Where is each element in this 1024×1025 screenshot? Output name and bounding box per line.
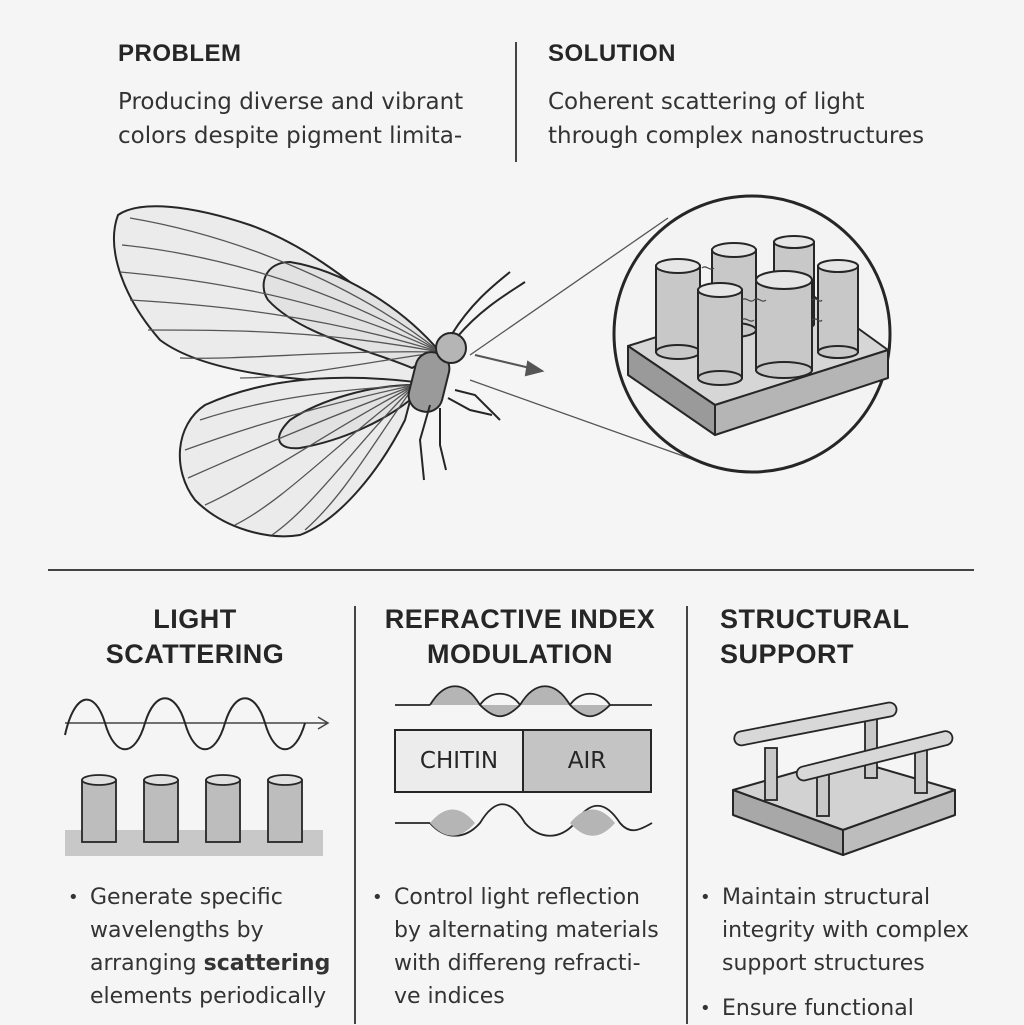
problem-text-line2: colors despite pigment limita-	[118, 123, 463, 149]
hindwing-inner-lobe	[278, 384, 416, 450]
refractive-index-bullet: Control light reflection by alternating …	[372, 881, 672, 1013]
structural-support-bullets: Maintain structural integrity with compl…	[700, 881, 1000, 1025]
light-scattering-title-line1: LIGHT	[153, 604, 237, 634]
bullet-line: wavelengths by	[90, 918, 264, 943]
bullet-line: with differeng refracti-	[394, 951, 641, 976]
solution-heading: SOLUTION	[548, 40, 676, 67]
scatter-pillar-3	[205, 774, 241, 843]
refractive-index-title-line1: REFRACTIVE INDEX	[384, 604, 656, 634]
refractive-index-title: REFRACTIVE INDEX MODULATION	[370, 602, 670, 672]
forewing-veins	[119, 217, 441, 379]
bullet-line: ve indices	[394, 984, 505, 1009]
bullet-line: arranging scattering	[90, 947, 348, 980]
structural-support-illustration	[732, 701, 956, 856]
bottom-wave	[395, 803, 653, 837]
light-wave	[64, 697, 306, 751]
pillar-front-1	[697, 282, 743, 386]
nanostructure-fibers	[701, 266, 823, 322]
bullet-line: support structures	[722, 951, 925, 976]
solution-text: Coherent scattering of light through com…	[548, 85, 968, 153]
pillar-left	[655, 258, 701, 360]
air-label: AIR	[567, 748, 607, 774]
pillar-front-2	[755, 270, 813, 379]
bullet-line: integrity with complex	[722, 918, 969, 943]
structural-support-title-line1: STRUCTURAL	[720, 604, 910, 634]
pillar-right	[817, 259, 859, 359]
antennae	[451, 271, 526, 337]
chitin-box	[394, 729, 524, 793]
structural-support-title: STRUCTURAL SUPPORT	[720, 602, 980, 672]
bullet-line: by alternating materials	[394, 918, 659, 943]
refractive-index-bullets: Control light reflection by alternating …	[372, 881, 672, 1013]
bullet-line: elements periodically	[90, 984, 327, 1009]
support-beams	[733, 701, 954, 782]
support-posts	[764, 717, 928, 817]
scatter-pillar-1	[81, 774, 117, 843]
section-divider	[48, 569, 974, 571]
light-scattering-title-line2: SCATTERING	[105, 639, 285, 669]
air-box	[522, 729, 652, 793]
refractive-index-illustration	[394, 685, 653, 837]
light-scattering-title: LIGHT SCATTERING	[60, 602, 330, 672]
bullet-line: Maintain structural	[722, 885, 931, 910]
problem-text-line1: Producing diverse and vibrant	[118, 89, 464, 115]
top-wave	[395, 685, 652, 718]
light-scattering-illustration	[64, 697, 330, 856]
bullet-bold-word: scattering	[203, 951, 331, 976]
bullet-line-text: arranging	[90, 951, 204, 976]
zoom-arrow	[474, 354, 545, 377]
column-divider-2	[686, 606, 688, 1024]
structural-support-title-line2: SUPPORT	[720, 639, 855, 669]
solution-text-line1: Coherent scattering of light	[548, 89, 865, 115]
scattering-pillars	[81, 774, 303, 843]
scatter-pillar-4	[267, 774, 303, 843]
bullet-line: Ensure functional	[722, 996, 914, 1021]
problem-text: Producing diverse and vibrant colors des…	[118, 85, 498, 153]
chitin-label: CHITIN	[419, 748, 499, 774]
light-scattering-bullets: Generate specific wavelengths by arrangi…	[68, 881, 348, 1013]
bullet-line: Control light reflection	[394, 885, 640, 910]
butterfly-illustration	[113, 194, 892, 538]
light-scattering-bullet: Generate specific wavelengths by arrangi…	[68, 881, 348, 1013]
refractive-index-title-line2: MODULATION	[427, 639, 613, 669]
top-divider	[515, 42, 517, 162]
structural-support-bullet-2: Ensure functional	[700, 992, 1000, 1025]
butterfly-body	[407, 332, 467, 413]
hindwing-veins	[184, 384, 416, 536]
column-divider-1	[354, 606, 356, 1024]
support-platform	[732, 757, 956, 856]
scatter-pillar-2	[143, 774, 179, 843]
nanostructure-pillars	[655, 235, 859, 386]
material-box	[394, 729, 652, 793]
legs	[418, 389, 501, 481]
solution-text-line2: through complex nanostructures	[548, 123, 925, 149]
structural-support-bullet-1: Maintain structural integrity with compl…	[700, 881, 1000, 980]
bullet-line: Generate specific	[90, 885, 283, 910]
wave-axis	[65, 716, 330, 730]
zoom-cone-lines	[469, 217, 701, 463]
problem-heading: PROBLEM	[118, 40, 242, 67]
